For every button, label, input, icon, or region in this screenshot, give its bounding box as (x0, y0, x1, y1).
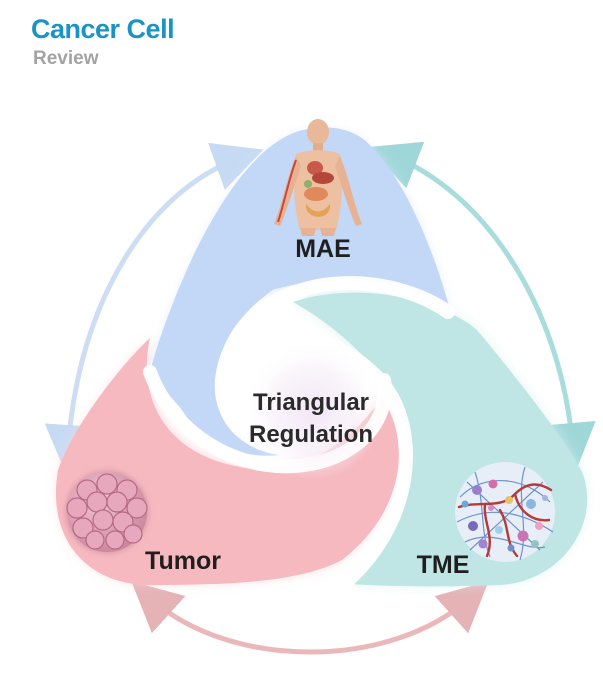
human-body-icon (274, 119, 362, 236)
mae-blade (150, 127, 450, 373)
center-label-line1: Triangular (253, 389, 369, 416)
center-label-line2: Regulation (249, 421, 373, 448)
journal-section: Review (33, 48, 99, 69)
arrow-tumor-tme (131, 581, 489, 655)
arrow-mae-tumor (44, 142, 264, 475)
tme-label: TME (417, 551, 470, 579)
tumor-label: Tumor (145, 547, 221, 575)
arrow-mae-tme (368, 141, 596, 473)
mae-label: MAE (295, 235, 351, 263)
microenvironment-icon (455, 462, 555, 562)
journal-title: Cancer Cell (31, 14, 175, 44)
